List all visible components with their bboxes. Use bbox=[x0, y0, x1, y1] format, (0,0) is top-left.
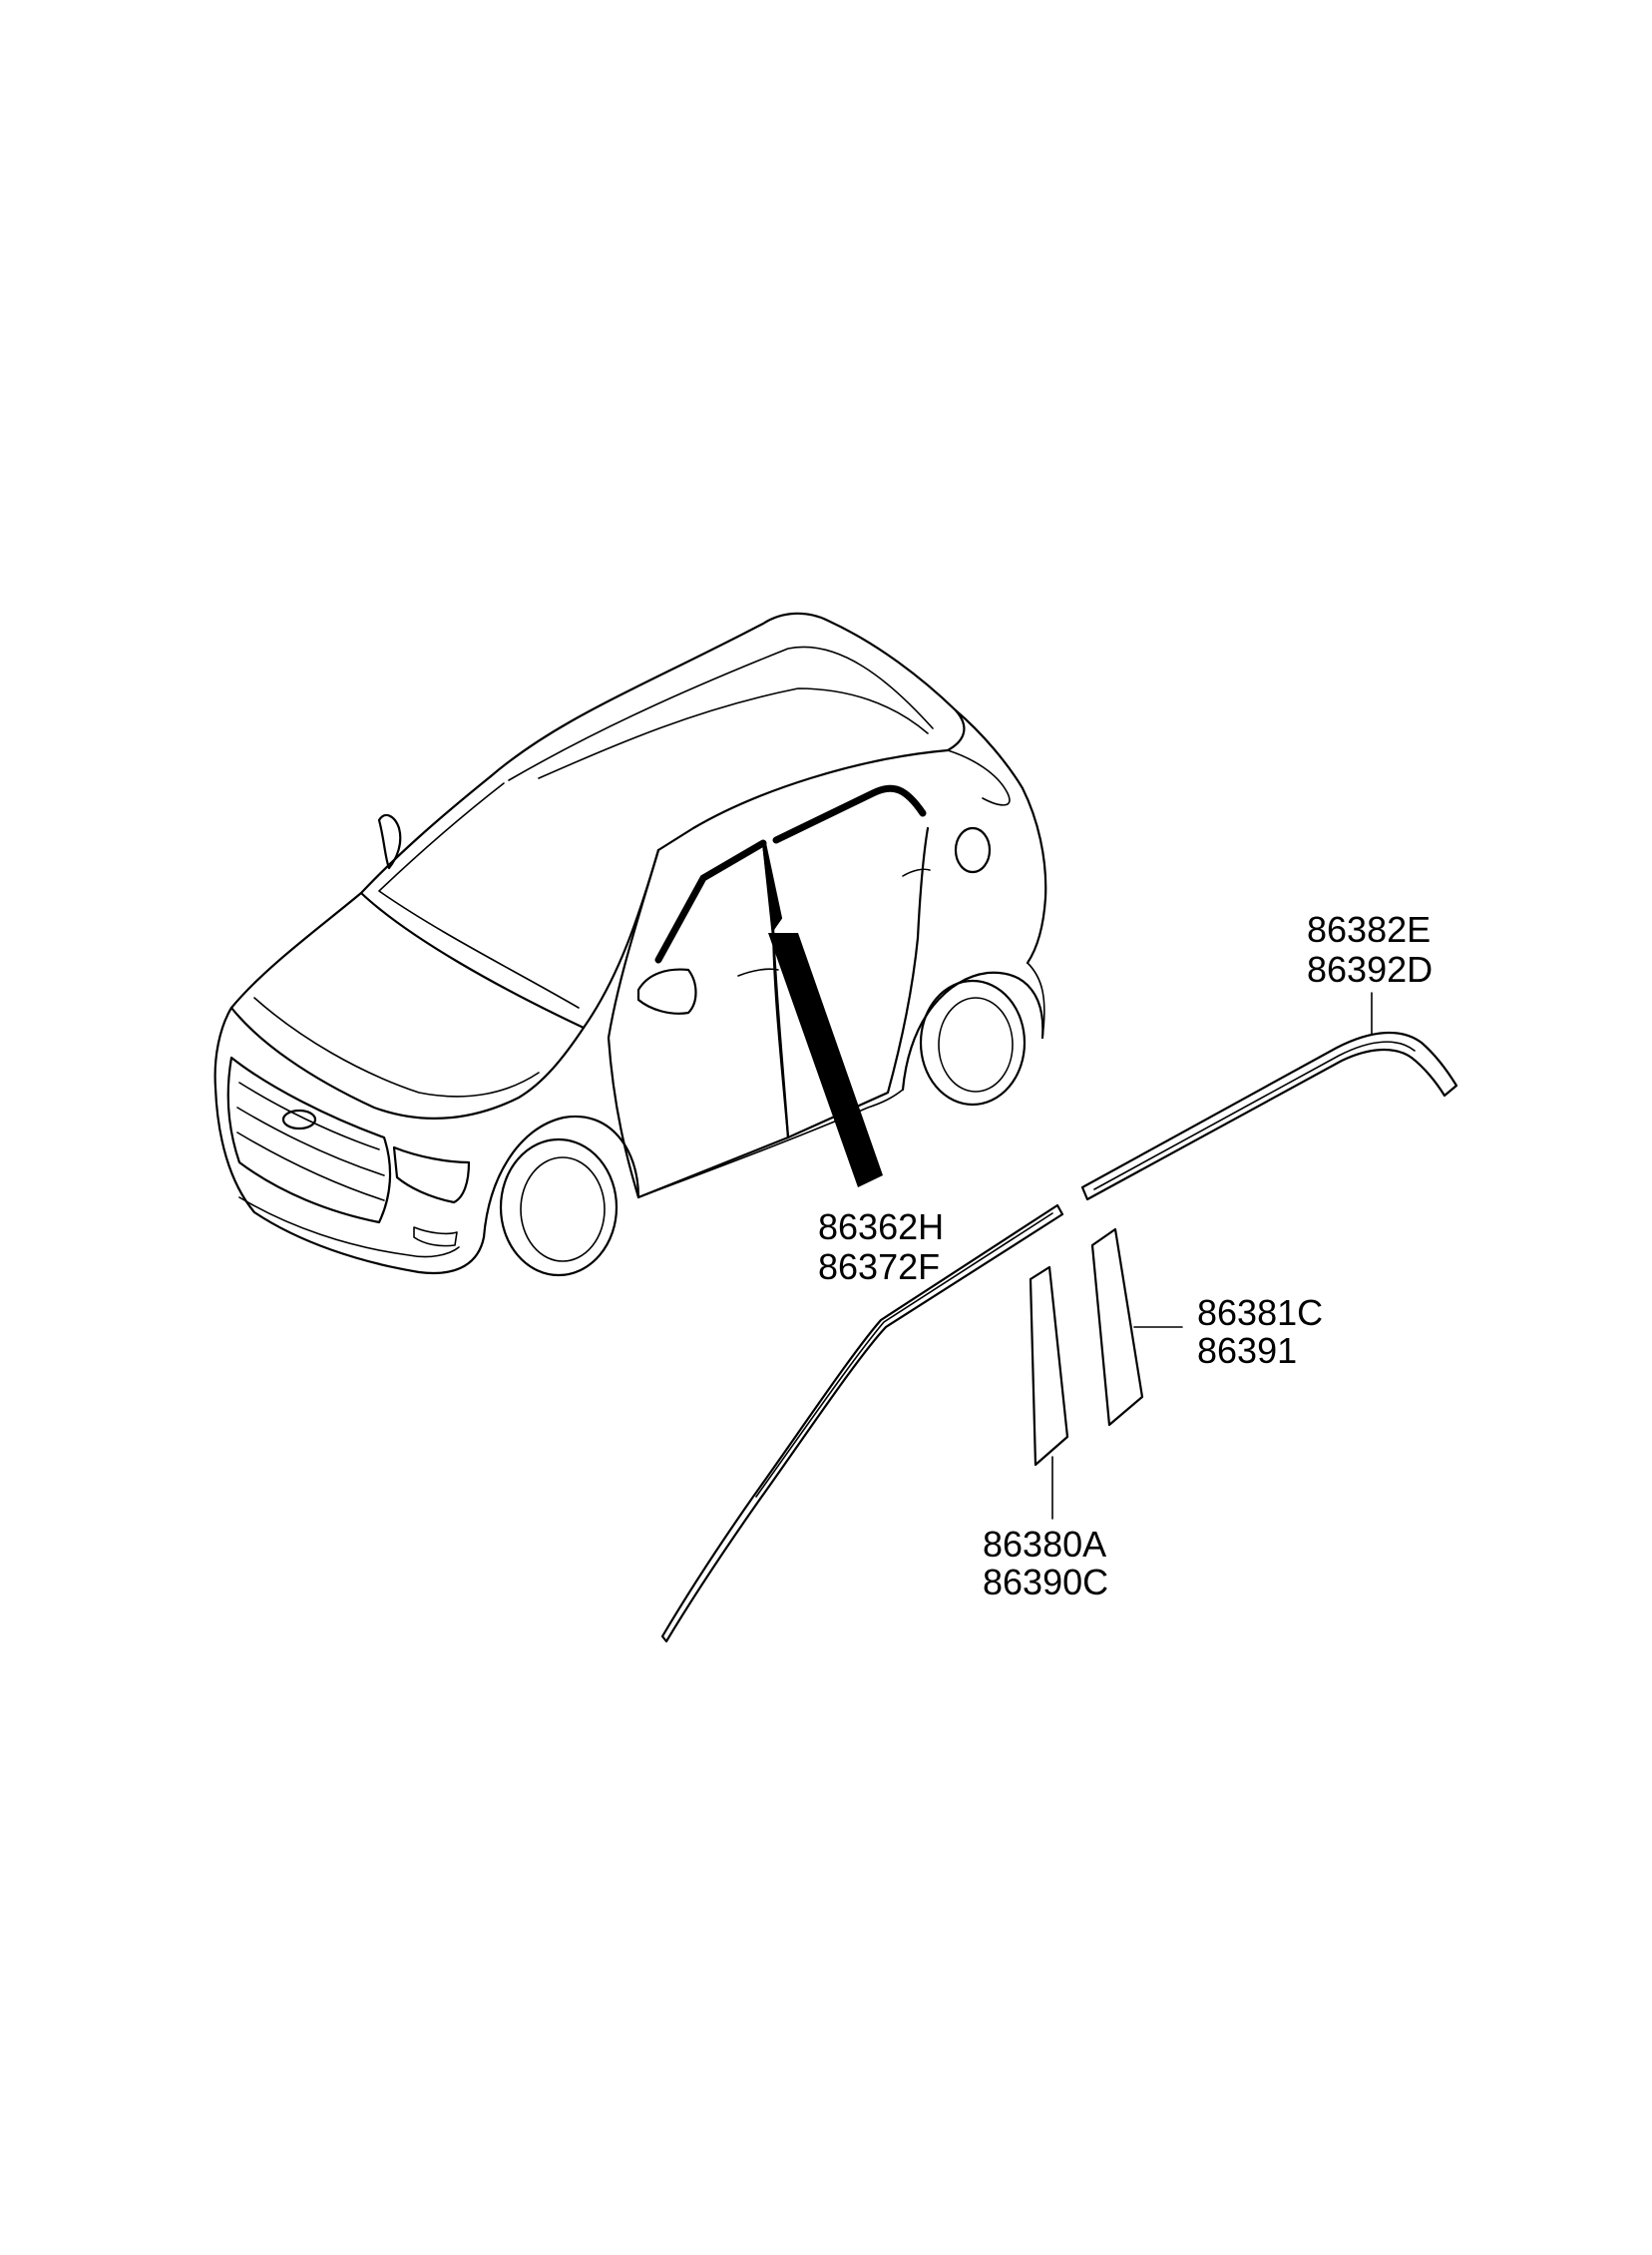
front-door-outline bbox=[607, 841, 790, 1199]
rear-tire bbox=[919, 979, 1027, 1107]
front-fascia bbox=[213, 1006, 486, 1275]
grille-pattern-1 bbox=[238, 1082, 380, 1150]
rear-door-outline bbox=[771, 826, 930, 1139]
fuel-door bbox=[954, 826, 992, 874]
windshield bbox=[359, 774, 660, 1030]
highlight-front-door-frame bbox=[654, 839, 767, 964]
highlight-b-pillar bbox=[762, 842, 783, 934]
vehicle-illustration bbox=[213, 612, 1047, 1277]
roof-outline bbox=[489, 612, 966, 852]
front-wheel-arch bbox=[482, 1115, 640, 1239]
rear-door-handle bbox=[902, 868, 931, 877]
hood bbox=[229, 891, 586, 1121]
label-86372F: 86372F bbox=[818, 1246, 940, 1287]
highlighted-mouldings bbox=[654, 784, 927, 1187]
side-mirror-left bbox=[377, 813, 402, 870]
badge-logo bbox=[281, 1109, 317, 1130]
rear-rim bbox=[938, 997, 1014, 1093]
part-front-door-frame-moulding bbox=[660, 1203, 1064, 1643]
rear-hatch bbox=[954, 708, 1047, 965]
part-roof-rear-moulding bbox=[1080, 1031, 1458, 1201]
headlamp bbox=[392, 1145, 471, 1204]
exploded-parts bbox=[660, 992, 1458, 1643]
rocker-sill bbox=[637, 1089, 904, 1198]
label-86381C: 86381C bbox=[1197, 1292, 1323, 1333]
roof-rail-line bbox=[538, 687, 929, 779]
front-tire bbox=[499, 1137, 619, 1277]
fog-lamp bbox=[413, 1226, 458, 1247]
rear-hatch-glass bbox=[947, 749, 1011, 806]
label-86390C: 86390C bbox=[983, 1562, 1108, 1602]
rear-bumper bbox=[1027, 962, 1045, 1039]
lower-bumper bbox=[238, 1196, 460, 1258]
label-86391: 86391 bbox=[1197, 1330, 1297, 1371]
grille-pattern-2 bbox=[236, 1107, 385, 1176]
front-door-handle bbox=[737, 968, 779, 977]
roof-panel-line bbox=[508, 646, 934, 781]
callout-labels: 86382E 86392D 86362H 86372F 86381C 86391… bbox=[818, 909, 1433, 1602]
hood-crease bbox=[253, 997, 540, 1098]
part-front-pillar-garnish bbox=[1029, 1265, 1069, 1467]
label-86362H: 86362H bbox=[818, 1206, 944, 1247]
side-mirror-right bbox=[636, 968, 697, 1015]
label-86392D: 86392D bbox=[1307, 949, 1433, 990]
part-rear-pillar-garnish bbox=[1090, 1227, 1144, 1427]
grille bbox=[226, 1056, 392, 1224]
highlight-rear-door-frame bbox=[772, 784, 927, 844]
part-front-door-frame-moulding-inner bbox=[755, 1212, 1053, 1498]
label-86380A: 86380A bbox=[983, 1524, 1106, 1565]
part-roof-rear-moulding-inner bbox=[1093, 1041, 1416, 1190]
label-86382E: 86382E bbox=[1307, 909, 1431, 950]
callout-wedge bbox=[768, 933, 883, 1187]
rear-wheel-arch bbox=[901, 971, 1044, 1092]
grille-pattern-3 bbox=[236, 1131, 385, 1201]
windshield-inner bbox=[378, 782, 580, 1009]
front-rim bbox=[520, 1156, 606, 1262]
